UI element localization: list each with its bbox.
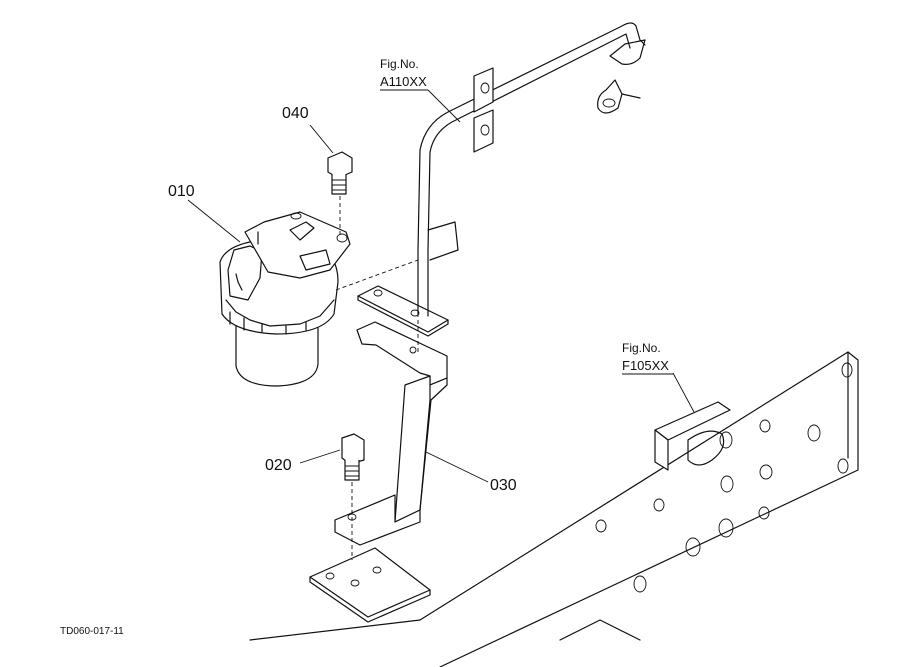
fig-ref-f105-code: F105XX xyxy=(622,358,669,373)
bracket-030 xyxy=(334,321,448,546)
drawing-code: TD060-017-11 xyxy=(60,626,124,637)
frame-plate xyxy=(249,351,859,667)
fig-ref-a110-label: Fig.No. xyxy=(380,57,419,71)
part-label-020: 020 xyxy=(265,457,292,474)
part-label-040: 040 xyxy=(282,105,309,122)
fuel-filter-010 xyxy=(219,211,351,387)
support-tube xyxy=(417,22,646,317)
leader-lines xyxy=(187,89,695,483)
bolt-020 xyxy=(341,433,365,560)
mount-plate xyxy=(309,547,431,623)
fig-ref-f105-label: Fig.No. xyxy=(622,341,661,355)
fig-ref-a110-code: A110XX xyxy=(380,74,427,89)
frame-holes xyxy=(595,362,853,593)
part-label-010: 010 xyxy=(168,183,195,200)
bolt-040 xyxy=(327,151,353,235)
part-label-030: 030 xyxy=(490,477,517,494)
link-plate xyxy=(357,285,449,337)
